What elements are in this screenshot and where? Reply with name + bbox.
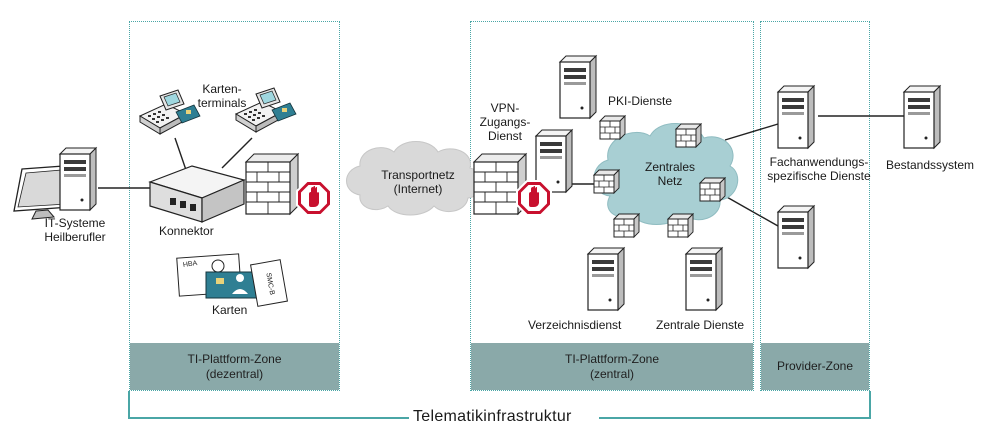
zone-provider-title: Provider-Zone (776, 359, 854, 373)
zentrales-line: Zentrales (644, 160, 696, 174)
stop-sign-vpn-icon (516, 180, 552, 216)
bestandssystem-server-icon (903, 85, 941, 149)
zone-zentral-subtitle: (zentral) (589, 366, 634, 381)
vpn-label: VPN- Zugangs- Dienst (470, 101, 540, 143)
karten-label: Karten (212, 303, 248, 317)
vpn-line-2: Zugangs- (479, 115, 531, 129)
vpn-line-3: Dienst (487, 129, 522, 143)
fachdienst-server-2-icon (777, 205, 815, 269)
zentrales-netz-label: Zentrales Netz (632, 160, 708, 188)
heilberufler-line: Heilberufler (44, 230, 106, 244)
firewall-zentrale-icon (667, 213, 694, 238)
firewall-vpn-link-icon (593, 169, 620, 194)
kartenterminals-line-1: Karten- (202, 82, 242, 96)
fachanwendungs-label: Fachanwendungs- spezifische Dienste (764, 155, 874, 183)
it-systeme-line: IT-Systeme (44, 216, 106, 230)
transportnetz-line: Transportnetz (381, 168, 455, 182)
pki-server-icon (559, 55, 597, 119)
line-terminal1-konnektor (174, 137, 187, 171)
telematik-bracket-right (599, 391, 871, 419)
zone-frame-zentral (470, 21, 754, 391)
kartenterminals-line-2: terminals (197, 96, 247, 110)
transportnetz-label: Transportnetz (Internet) (370, 168, 466, 196)
firewall-pki-icon (599, 115, 626, 140)
telematikinfrastruktur-label: Telematikinfrastruktur (413, 408, 572, 425)
line-netz-fach2 (724, 195, 779, 227)
zone-frame-dezentral (129, 21, 340, 391)
kartenterminals-label: Karten- terminals (190, 82, 254, 110)
zone-zentral-title: TI-Plattform-Zone (564, 351, 660, 366)
firewall-verzeichnis-icon (613, 213, 640, 238)
telematik-bracket-left (128, 391, 409, 419)
zone-bar-dezentral: TI-Plattform-Zone (dezentral) (130, 343, 339, 390)
pc-tower-icon (59, 147, 97, 211)
line-netz-fach1 (724, 123, 779, 141)
zentrale-dienste-server-icon (685, 247, 723, 311)
zone-bar-provider: Provider-Zone (761, 343, 869, 390)
internet-line: (Internet) (393, 182, 443, 196)
line-terminal2-konnektor (221, 137, 253, 169)
pki-dienste-label: PKI-Dienste (608, 94, 673, 108)
verzeichnisdienst-label: Verzeichnisdienst (528, 318, 622, 332)
cards-icon (176, 253, 288, 307)
firewall-top-right-icon (675, 123, 702, 148)
fach-line-1: Fachanwendungs- (769, 155, 869, 169)
konnektor-label: Konnektor (159, 224, 214, 238)
vpn-line-1: VPN- (490, 101, 520, 115)
fach-line-2: spezifische Dienste (767, 169, 871, 183)
zone-bar-zentral: TI-Plattform-Zone (zentral) (471, 343, 753, 390)
zone-dezentral-subtitle: (dezentral) (205, 366, 264, 381)
zone-frame-provider (760, 21, 870, 391)
fachdienst-server-1-icon (777, 85, 815, 149)
stop-sign-dezentral-icon (296, 180, 332, 216)
zentrale-dienste-label: Zentrale Dienste (656, 318, 745, 332)
verzeichnis-server-icon (587, 247, 625, 311)
zone-dezentral-title: TI-Plattform-Zone (187, 351, 282, 366)
konnektor-icon (148, 165, 246, 223)
firewall-dezentral-icon (245, 153, 299, 215)
card-hba-text: HBA (182, 260, 198, 269)
bestandssystem-label: Bestandssystem (886, 158, 975, 172)
transportnetz-cloud (346, 141, 483, 216)
netz-line: Netz (657, 174, 683, 188)
it-systeme-label: IT-Systeme Heilberufler (30, 216, 120, 244)
